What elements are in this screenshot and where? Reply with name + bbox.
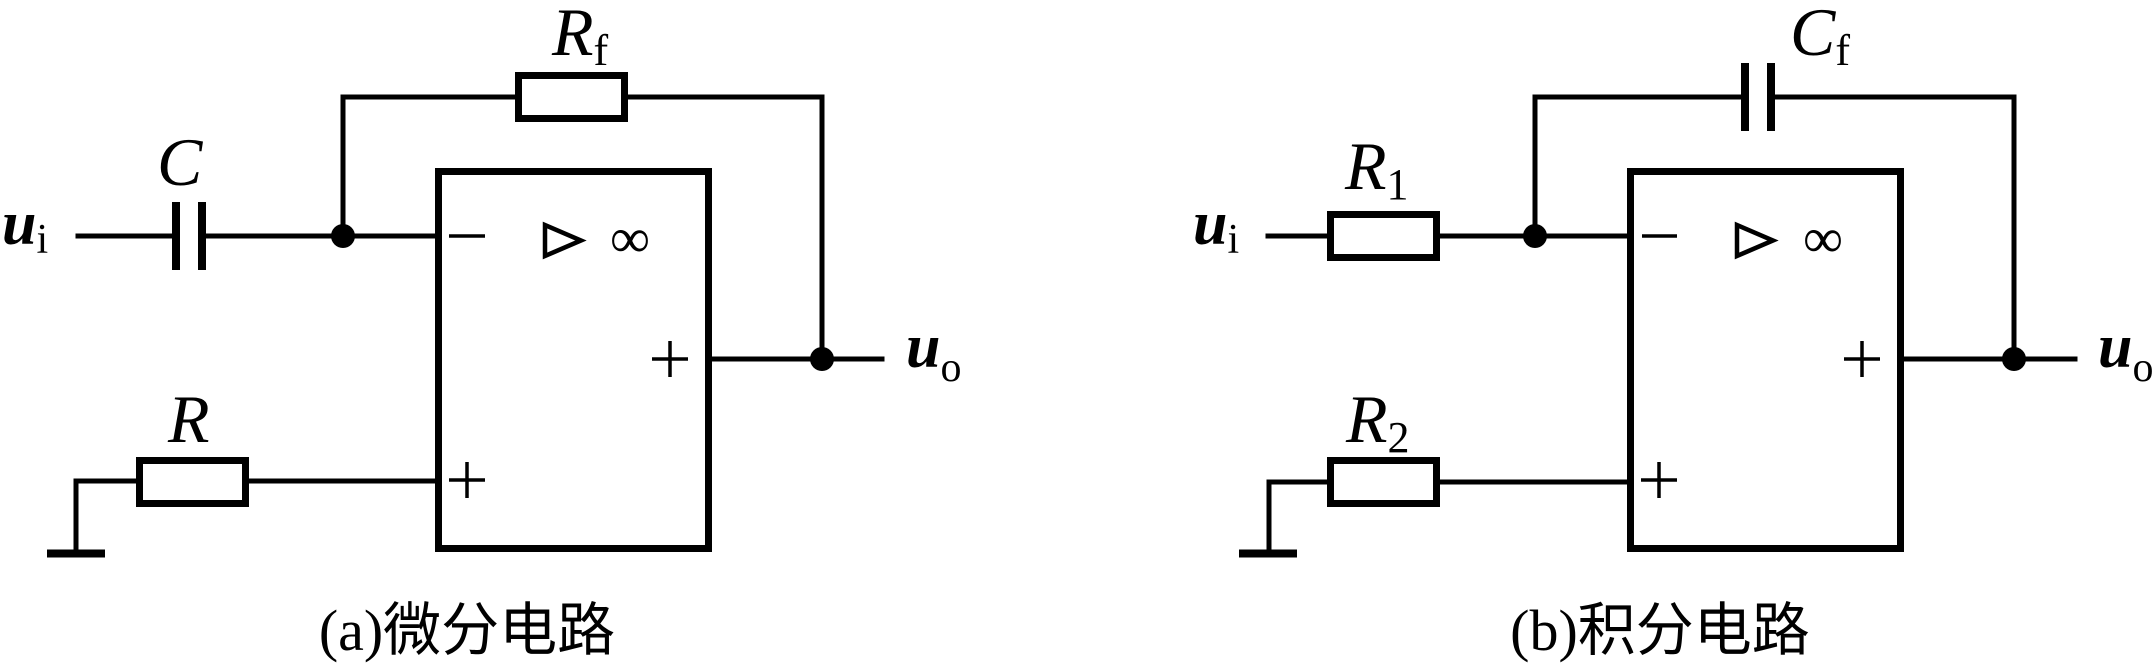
output-sign — [652, 341, 688, 377]
input-label: ui — [2, 190, 48, 263]
feedback-capacitor — [1741, 63, 1775, 131]
ground-component-label: R — [167, 381, 210, 457]
circuit-a-differentiator: ∞ ui uo C Rf — [2, 0, 961, 663]
gain-infinity-symbol: ∞ — [1803, 208, 1843, 270]
opamp-body — [435, 168, 712, 552]
ground-component-label: R2 — [1345, 381, 1410, 462]
ground-resistor — [1327, 457, 1440, 507]
ground-wire — [1266, 479, 1331, 556]
input-component-label: R1 — [1344, 128, 1409, 209]
output-node-dot — [810, 347, 834, 371]
input-resistor — [1327, 211, 1440, 261]
caption: (a)微分电路 — [319, 598, 615, 663]
noninverting-input-sign — [1641, 462, 1677, 498]
circuit-b-integrator: ∞ ui uo R1 Cf — [1193, 0, 2153, 663]
input-capacitor — [172, 202, 206, 270]
input-component-label: C — [157, 124, 203, 200]
caption: (b)积分电路 — [1510, 598, 1810, 663]
amplifier-triangle-icon — [1734, 221, 1779, 260]
input-label: ui — [1193, 190, 1239, 263]
feedback-wire-right — [1768, 94, 2017, 362]
output-node-dot — [2002, 347, 2026, 371]
feedback-resistor — [515, 72, 628, 122]
output-label: uo — [2098, 313, 2153, 391]
feedback-wire-left — [340, 94, 520, 239]
output-label: uo — [906, 313, 961, 391]
amplifier-triangle-icon — [542, 221, 587, 260]
noninverting-input-sign — [449, 462, 485, 498]
feedback-wire-right — [622, 94, 825, 362]
feedback-component-label: Cf — [1790, 0, 1850, 75]
ground-wire — [73, 478, 141, 556]
output-sign — [1844, 341, 1880, 377]
gain-infinity-symbol: ∞ — [610, 208, 650, 270]
ground-resistor — [136, 457, 249, 507]
feedback-component-label: Rf — [551, 0, 609, 75]
opamp-body — [1627, 168, 1904, 552]
feedback-wire-left — [1532, 94, 1747, 239]
